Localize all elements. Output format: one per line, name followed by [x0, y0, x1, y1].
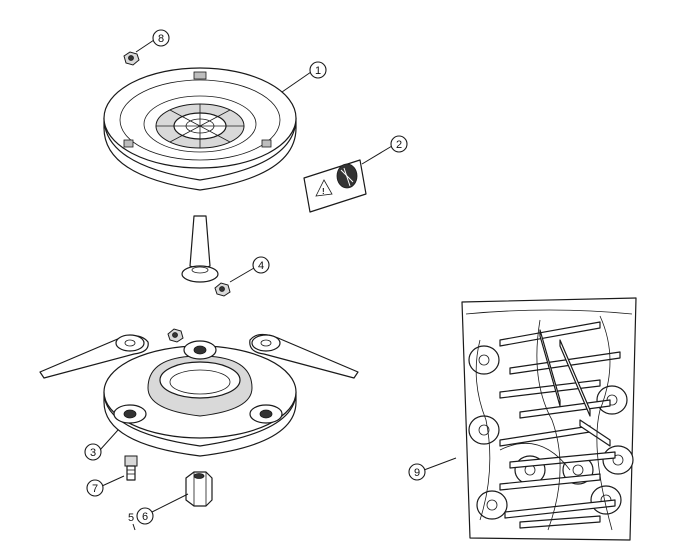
blade-strip — [504, 499, 616, 519]
blade-hole — [572, 464, 584, 476]
blade-strip — [509, 451, 616, 469]
blade-hole — [612, 454, 624, 466]
blade-strip — [499, 321, 601, 347]
callout-2: 2 — [361, 135, 408, 165]
blade-disc — [468, 415, 500, 445]
blade-hole — [486, 499, 498, 511]
callout-6: 6 — [132, 493, 189, 531]
part-4-spacer — [181, 215, 231, 297]
part-8-nut — [123, 51, 140, 66]
svg-text:!: ! — [322, 187, 325, 196]
part-1-cover — [103, 67, 297, 191]
svg-text:2: 2 — [396, 139, 402, 151]
blade-hole — [478, 354, 490, 366]
svg-text:6: 6 — [142, 511, 148, 523]
blade-disc — [602, 445, 634, 475]
callout-4: 4 — [229, 256, 270, 283]
svg-text:7: 7 — [92, 483, 98, 495]
blade-strip — [579, 419, 611, 447]
blade-disc — [596, 385, 628, 415]
part-3-carrier — [39, 328, 359, 457]
blade-strip — [559, 339, 591, 417]
bag-wrinkle — [596, 315, 613, 531]
callout-8: 8 — [135, 29, 170, 53]
blade-strip — [499, 473, 601, 491]
callout-9: 9 — [408, 457, 457, 481]
blade-strip — [539, 329, 561, 407]
callout-3: 3 — [84, 429, 119, 461]
bag-wrinkle — [536, 319, 561, 531]
svg-text:3: 3 — [90, 447, 96, 459]
blade-strip — [519, 515, 601, 529]
svg-text:5: 5 — [128, 512, 134, 524]
blade-strip — [499, 379, 601, 399]
callout-7: 7 — [86, 475, 125, 497]
bag-wrinkle — [499, 443, 571, 471]
part-2-warning-label: ! — [303, 159, 367, 213]
blade-disc — [590, 485, 622, 515]
part-5-6-sleeve — [185, 471, 213, 507]
svg-text:9: 9 — [414, 467, 420, 479]
svg-text:8: 8 — [158, 33, 164, 45]
blade-disc — [476, 490, 508, 520]
svg-text:1: 1 — [315, 65, 321, 77]
part-9-blade-bag — [461, 297, 637, 541]
callout-1: 1 — [281, 61, 327, 93]
callout-5: 5 — [128, 512, 134, 524]
svg-text:4: 4 — [258, 260, 264, 272]
bag-wrinkle — [475, 339, 491, 521]
blade-disc — [468, 345, 500, 375]
blade-hole — [478, 424, 490, 436]
part-7-bolt — [124, 455, 138, 481]
